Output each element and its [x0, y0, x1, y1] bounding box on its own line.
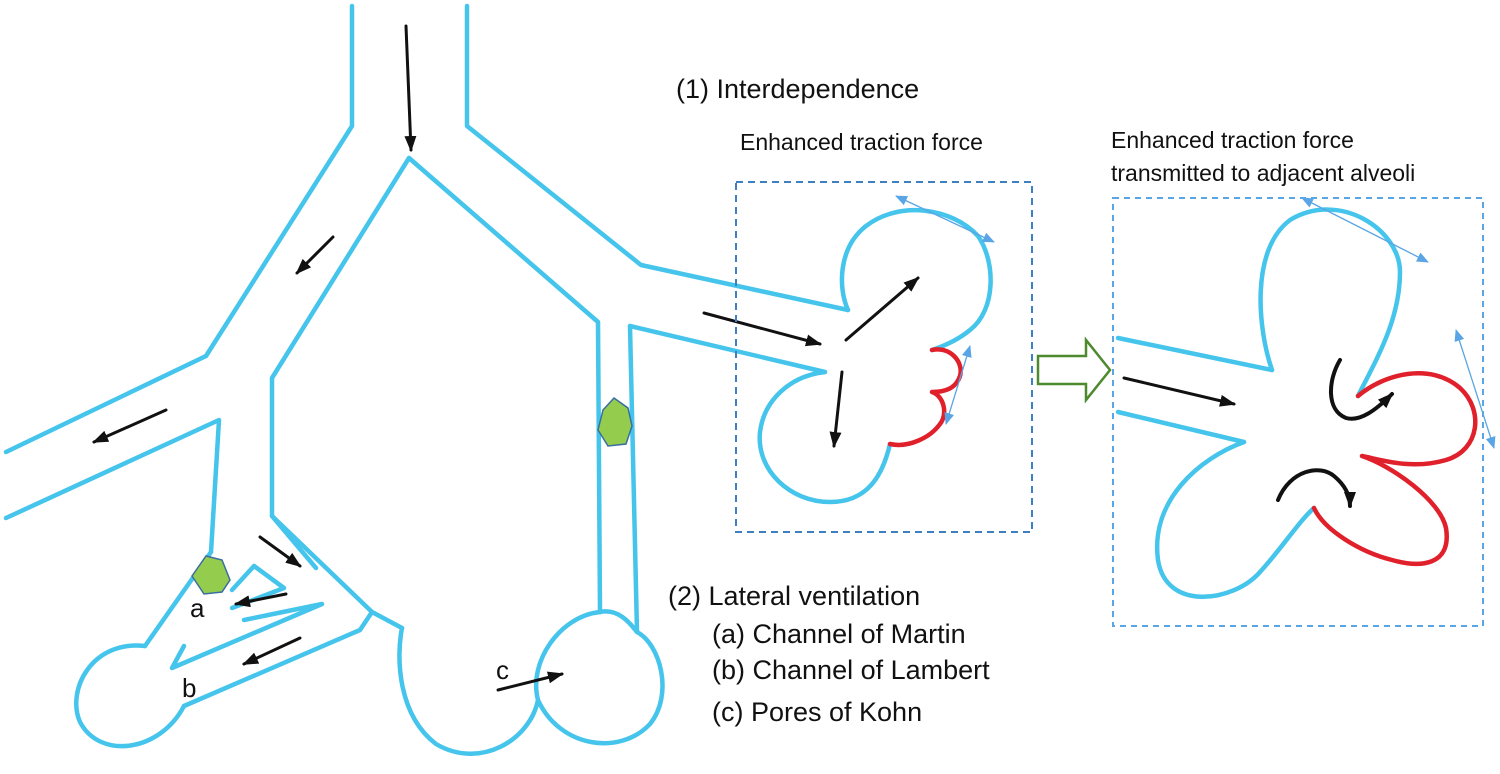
airflow-arrow-left-exit: [92, 408, 168, 444]
label-interdependence: (1) Interdependence: [676, 74, 920, 104]
label-letter-a: a: [190, 593, 205, 623]
right-duct-upper: [1115, 335, 1275, 373]
collapsed-alveoli-right: [1311, 371, 1478, 567]
label-channel-lambert: (b) Channel of Lambert: [712, 655, 990, 685]
airflow-arrow-kohn: [496, 671, 564, 692]
airflow-arrow-right-duct: [1122, 376, 1236, 407]
bronchial-tree: [3, 3, 851, 756]
channel-lambert-wall: [169, 601, 325, 671]
obstruction-lower: [191, 555, 231, 595]
alveolus-middle: [397, 625, 541, 756]
alveoli-cluster-right: [1115, 207, 1478, 599]
airflow-arrows: [92, 24, 822, 692]
traction-arrow-right-top: [1301, 197, 1429, 263]
label-enhanced-force: Enhanced traction force: [740, 129, 983, 155]
cluster-bottom-alveolus: [757, 369, 893, 505]
traction-arrows-right: [1301, 197, 1496, 449]
label-channel-martin: (a) Channel of Martin: [712, 619, 966, 649]
airway-wall-left-lower: [3, 417, 222, 555]
label-transmitted-line2: transmitted to adjacent alveoli: [1111, 160, 1416, 186]
airflow-arrow-into-cluster: [702, 311, 822, 347]
obstruction-upper: [597, 397, 633, 447]
alveolus-left-terminal: [74, 643, 187, 749]
alveoli-cluster-middle: [757, 207, 993, 505]
expansion-arrow-up: [844, 276, 920, 342]
traction-arrow-side: [944, 345, 972, 425]
label-transmitted-line1: Enhanced traction force: [1111, 127, 1354, 153]
airway-wall-inner-right: [406, 155, 603, 615]
label-letter-c: c: [496, 655, 509, 685]
label-pores-kohn: (c) Pores of Kohn: [712, 697, 923, 727]
channel-lambert-lower: [181, 609, 375, 709]
expansion-arrow-down: [829, 370, 844, 448]
interdependence-box: [735, 181, 1033, 533]
traction-arrow-right-side: [1454, 329, 1496, 449]
collapsed-alveoli-middle: [887, 347, 963, 448]
expansion-arrows: [829, 276, 920, 448]
airway-wall-duct-right: [627, 323, 640, 635]
airway-wall-lateral-duct: [627, 323, 828, 375]
airflow-arrow-trachea: [404, 24, 417, 152]
airway-wall-trachea-right: [464, 3, 851, 313]
airflow-arrow-lambert: [242, 636, 302, 666]
transition-block-arrow: [1036, 336, 1112, 404]
airway-wall-left-outer: [3, 3, 355, 455]
curved-arrow-lower: [1276, 468, 1356, 508]
label-lateral-ventilation: (2) Lateral ventilation: [668, 581, 921, 611]
alveolus-right: [534, 609, 665, 746]
airway-wall-inner-left: [269, 155, 412, 571]
right-cluster-bottom-alveolus: [1154, 439, 1317, 599]
channel-martin-wall: [229, 563, 287, 611]
curved-arrows: [1276, 358, 1394, 508]
airflow-arrow-martin: [234, 592, 288, 608]
label-letter-b: b: [182, 673, 197, 703]
airflow-arrow-lower-branch: [258, 535, 302, 568]
airflow-arrow-left-branch: [295, 235, 335, 275]
traction-arrows-middle: [895, 195, 995, 425]
curved-arrow-upper: [1328, 358, 1394, 421]
right-duct-lower: [1115, 409, 1247, 445]
traction-arrow-top: [895, 195, 995, 243]
